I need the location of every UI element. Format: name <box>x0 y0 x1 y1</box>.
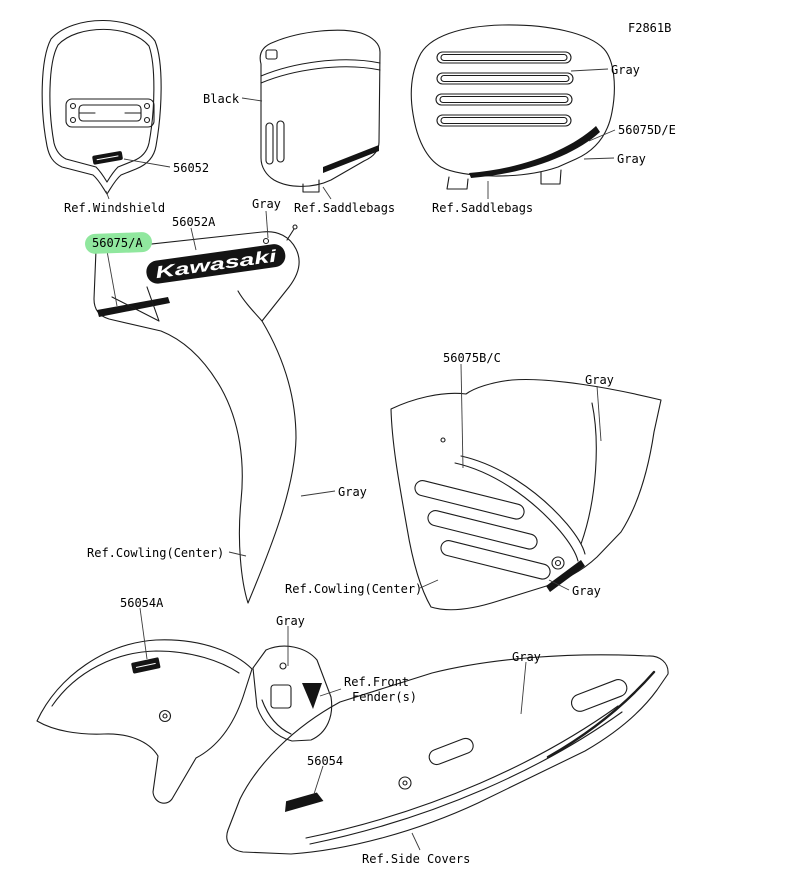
leader-lines <box>105 68 616 851</box>
ref-label-side-covers: Ref.Side Covers <box>362 852 471 866</box>
side-cover-sticker <box>285 792 324 812</box>
color-label-gray-cowling-right-upper: Gray <box>585 373 614 387</box>
front-fender-sticker <box>131 657 161 674</box>
color-label-gray-side-cover: Gray <box>512 650 541 664</box>
color-label-gray-cowling-right-lower: Gray <box>572 584 601 598</box>
color-label-black-saddlebag: Black <box>203 92 240 106</box>
ref-label-front-fender-line2: Fender(s) <box>352 690 418 704</box>
color-label-gray-saddlebag-lid: Gray <box>611 63 640 77</box>
figure-code: F2861B <box>628 21 672 35</box>
ref-label-saddlebags-side: Ref.Saddlebags <box>432 201 534 215</box>
part-callout-56052A[interactable]: 56052A <box>172 215 216 229</box>
kawasaki-logo-text: Kawasaki <box>154 246 279 282</box>
saddlebag-side-drawing <box>410 24 615 190</box>
saddlebag-front-drawing <box>259 29 381 193</box>
windshield-drawing <box>41 19 162 195</box>
kawasaki-logo-band: Kawasaki <box>146 244 286 284</box>
part-number-text: 56075/A <box>92 236 143 250</box>
color-label-gray-front-fender: Gray <box>276 614 305 628</box>
ref-label-windshield: Ref.Windshield <box>64 201 166 215</box>
part-callout-56075DE[interactable]: 56075D/E <box>618 123 676 137</box>
ref-label-cowling-left: Ref.Cowling(Center) <box>87 546 225 560</box>
ref-label-front-fender: Ref.Front Fender(s) <box>344 675 417 705</box>
ref-label-cowling-right: Ref.Cowling(Center) <box>285 582 423 596</box>
cowling-center-right-drawing <box>390 379 662 611</box>
ref-label-saddlebags-front: Ref.Saddlebags <box>294 201 396 215</box>
side-cover-drawing <box>226 654 669 855</box>
color-label-gray-cowling-blade: Gray <box>338 485 367 499</box>
color-label-gray-cowling-top: Gray <box>252 197 281 211</box>
part-callout-56054[interactable]: 56054 <box>307 754 344 768</box>
part-callout-56052[interactable]: 56052 <box>173 161 210 175</box>
color-label-gray-saddlebag-lower: Gray <box>617 152 646 166</box>
part-callout-56075BC[interactable]: 56075B/C <box>443 351 501 365</box>
front-fender-drawing <box>36 639 333 804</box>
part-callout-56054A[interactable]: 56054A <box>120 596 164 610</box>
ref-label-front-fender-line1: Ref.Front <box>344 675 410 689</box>
part-callout-56075A-highlighted[interactable]: 56075/A <box>84 231 152 255</box>
windshield-brand-sticker <box>92 151 123 165</box>
